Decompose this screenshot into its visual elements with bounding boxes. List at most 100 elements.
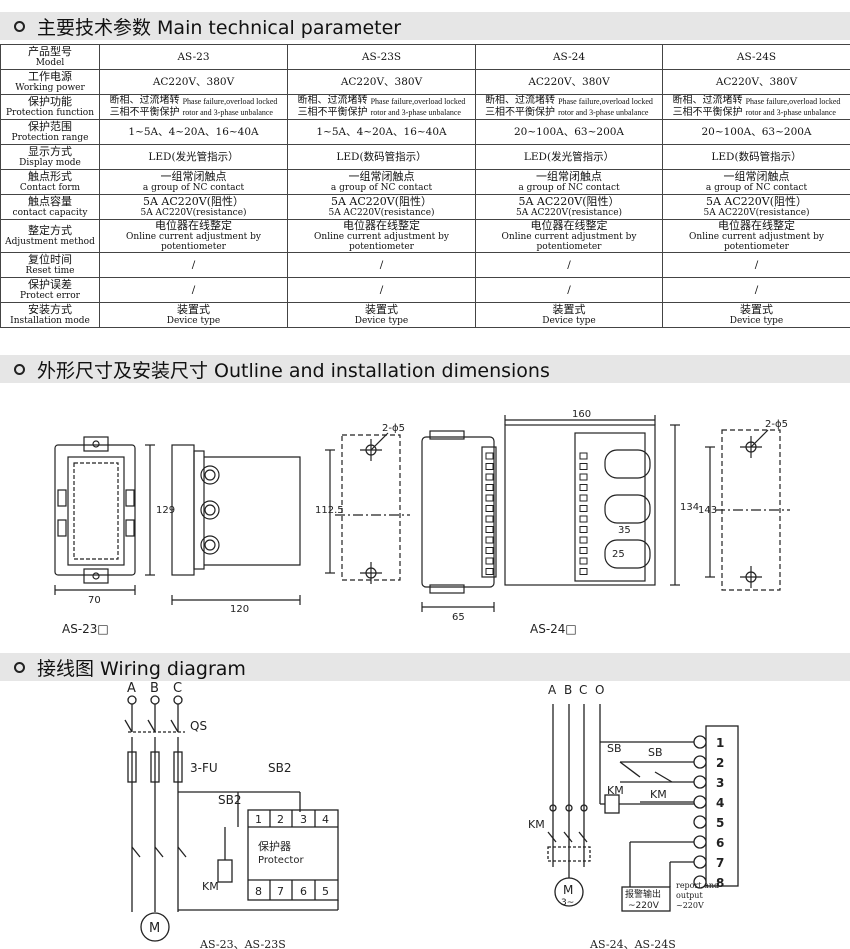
row-label-en: Reset time	[25, 266, 75, 276]
cell-value: 20~100A、63~200A	[513, 125, 625, 138]
circle-bullet-icon	[14, 363, 25, 375]
dim-2phi5: 2-ϕ5	[382, 423, 405, 434]
phase-c-label: C	[173, 682, 182, 696]
cell-value-en: rotor and 3-phase unbalance	[370, 108, 461, 117]
outline-drawings: 70 129 120 112.5 2-ϕ5 65 160 134 35 25 1…	[54, 409, 790, 636]
cell-value: /	[191, 258, 196, 271]
terminal-screw	[579, 557, 588, 565]
table-cell: AS-23S	[287, 44, 476, 70]
dim-25: 25	[612, 549, 625, 560]
cell-value-en: 5A AC220V(resistance)	[328, 208, 435, 218]
terminal-number: 8	[716, 876, 724, 890]
cell-value: 20~100A、63~200A	[701, 125, 812, 138]
cell-value: AC220V、380V	[528, 75, 610, 88]
cell-value-zh: 三相不平衡保护	[297, 107, 368, 118]
sb2-label-b: SB2	[218, 793, 241, 807]
circle-bullet-icon	[14, 20, 25, 32]
terminal-screw-icon	[693, 795, 707, 809]
phase-o-r-label: O	[595, 683, 604, 697]
row-label-en: Model	[35, 58, 65, 68]
row-label-zh: 保护误差	[28, 278, 72, 291]
table-cell: LED(发光管指示）	[99, 144, 288, 170]
terminal-number: 5	[716, 816, 724, 830]
row-label-zh: 产品型号	[28, 45, 72, 58]
cell-value-en: Online current adjustment by potentiomet…	[314, 232, 449, 252]
table-cell: LED(数码管指示）	[662, 144, 850, 170]
cell-value-en: a group of NC contact	[142, 183, 245, 193]
wiring-diagrams: A B C QS 3-FU SB2 SB2 1 2 3 4 保护器 Protec…	[124, 682, 739, 949]
table-cell: /	[662, 277, 850, 303]
cell-value: LED(发光管指示）	[523, 150, 615, 163]
cell-value-zh: 装置式	[365, 303, 398, 316]
table-cell: /	[99, 252, 288, 278]
cell-value-en: Phase failure,overload locked	[745, 97, 841, 106]
terminal-screw	[485, 568, 494, 575]
cell-value-zh: 三相不平衡保护	[672, 107, 743, 118]
phase-a-label: A	[127, 682, 136, 696]
table-cell: /	[99, 277, 288, 303]
dim-160: 160	[572, 409, 591, 420]
terminal-screw-icon	[693, 875, 707, 889]
table-cell: 5A AC220V(阻性）5A AC220V(resistance)	[662, 194, 850, 220]
protector-en: Protector	[258, 855, 304, 866]
table-cell: LED(数码管指示）	[287, 144, 476, 170]
term-8: 8	[255, 885, 262, 898]
terminal-screw	[485, 473, 494, 481]
terminal-number: 3	[716, 776, 724, 790]
section-title: 接线图 Wiring diagram	[37, 657, 246, 680]
caption-left: AS-23、AS-23S	[199, 938, 286, 949]
protector-zh: 保护器	[258, 839, 291, 853]
terminal-screw	[485, 505, 494, 512]
terminal-screw	[485, 547, 494, 554]
dim-2phi5-b: 2-ϕ5	[765, 419, 788, 430]
term-2: 2	[277, 813, 284, 826]
terminal-number: 7	[716, 856, 724, 870]
row-label-zh: 触点容量	[28, 195, 72, 208]
report-en-2: output	[676, 891, 703, 900]
cell-value: AS-24	[552, 50, 586, 63]
table-cell: 1~5A、4~20A、16~40A	[99, 119, 288, 145]
row-label-en: Protection range	[11, 133, 89, 143]
report-en-1: report and	[676, 881, 719, 890]
terminal-screw	[485, 484, 494, 491]
sb-label-1: SB	[607, 742, 622, 755]
terminal-screw	[485, 494, 494, 502]
term-3: 3	[300, 813, 307, 826]
terminal-number: 4	[716, 796, 724, 810]
terminal-screw	[579, 505, 588, 512]
cell-value-en: Online current adjustment by potentiomet…	[689, 232, 824, 252]
cell-value-en: rotor and 3-phase unbalance	[558, 108, 649, 117]
cell-value: /	[379, 258, 384, 271]
cell-value-en: rotor and 3-phase unbalance	[182, 108, 273, 117]
dim-70: 70	[88, 595, 101, 606]
cell-value: LED(数码管指示）	[336, 150, 427, 163]
cell-value: AC220V、380V	[715, 75, 798, 88]
cell-value: LED(发光管指示）	[148, 150, 239, 163]
terminal-screw	[579, 568, 588, 575]
section-header-outline: 外形尺寸及安装尺寸 Outline and installation dimen…	[0, 355, 850, 383]
row-label-zh: 显示方式	[28, 145, 72, 158]
row-label-en: Contact form	[19, 183, 81, 193]
terminal-number: 6	[716, 836, 724, 850]
cell-value-zh: 断相、过流堵转	[485, 95, 556, 107]
cell-value-zh: 电位器在线整定	[343, 219, 420, 232]
cell-value: /	[191, 283, 196, 296]
cell-value-zh: 装置式	[740, 303, 773, 316]
terminal-screw-icon	[693, 855, 707, 869]
cell-value-en: a group of NC contact	[705, 183, 808, 193]
cell-value: 1~5A、4~20A、16~40A	[128, 125, 259, 138]
section-title: 外形尺寸及安装尺寸 Outline and installation dimen…	[37, 359, 550, 382]
